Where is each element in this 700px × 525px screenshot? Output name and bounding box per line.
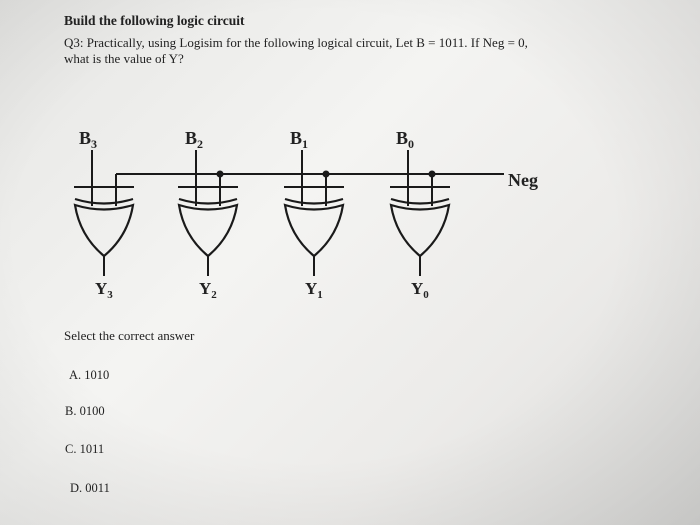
question-title: Build the following logic circuit <box>64 13 245 28</box>
answer-prompt: Select the correct answer <box>64 328 195 343</box>
input-label-b3: B3 <box>79 128 97 151</box>
xor-gate-0 <box>389 150 451 276</box>
output-label-y2: Y2 <box>199 279 217 301</box>
xor-gate-1 <box>283 150 345 276</box>
output-label-y0: Y0 <box>411 279 429 301</box>
xor-gate-2 <box>177 150 239 276</box>
neg-label: Neg <box>508 170 538 190</box>
input-label-b2: B2 <box>185 128 203 151</box>
question-text-line1: Q3: Practically, using Logisim for the f… <box>64 35 528 50</box>
input-label-b0: B0 <box>396 128 414 151</box>
option-a[interactable]: A. 1010 <box>69 368 110 382</box>
output-label-y1: Y1 <box>305 279 323 301</box>
option-c[interactable]: C. 1011 <box>65 442 105 456</box>
input-label-b1: B1 <box>290 128 308 151</box>
output-label-y3: Y3 <box>95 279 113 301</box>
xor-gate-3 <box>73 150 135 276</box>
option-d[interactable]: D. 0011 <box>70 481 110 495</box>
option-b[interactable]: B. 0100 <box>65 404 105 418</box>
question-text-line2: what is the value of Y? <box>64 51 184 66</box>
